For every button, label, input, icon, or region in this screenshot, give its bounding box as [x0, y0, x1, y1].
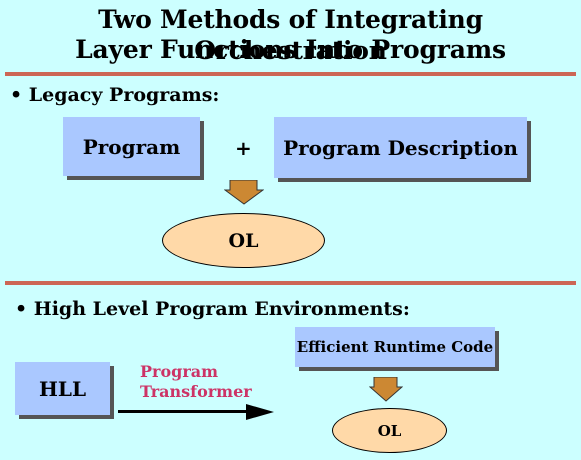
high-level-environments-heading: • High Level Program Environments: [15, 298, 410, 320]
down-arrow-icon-2 [369, 377, 403, 402]
plus-sign: + [235, 136, 252, 160]
legacy-programs-heading: • Legacy Programs: [10, 84, 220, 106]
ol-label-legacy: OL [228, 229, 259, 252]
efficient-runtime-code-label: Efficient Runtime Code [296, 338, 494, 356]
program-description-box: Program Description [274, 117, 527, 178]
right-arrow-icon [118, 404, 274, 420]
efficient-runtime-code-box: Efficient Runtime Code [295, 327, 495, 367]
ol-oval-hll: OL [332, 408, 447, 453]
middle-divider [5, 281, 576, 285]
program-box: Program [63, 117, 200, 176]
program-box-label: Program [82, 134, 181, 159]
program-transformer-label-line-1: Program [140, 362, 219, 381]
top-divider [5, 72, 576, 76]
slide-title-line-1: Two Methods of Integrating Orchestration [98, 5, 483, 65]
hll-box: HLL [15, 362, 110, 415]
hll-box-label: HLL [38, 376, 87, 401]
ol-oval-legacy: OL [162, 213, 325, 268]
program-transformer-label-line-2: Transformer [140, 382, 252, 401]
program-description-label: Program Description [283, 135, 518, 160]
slide-title-line-2: Layer Functions Into Programs [75, 35, 506, 64]
ol-label-hll: OL [377, 421, 402, 440]
down-arrow-icon [224, 180, 264, 205]
